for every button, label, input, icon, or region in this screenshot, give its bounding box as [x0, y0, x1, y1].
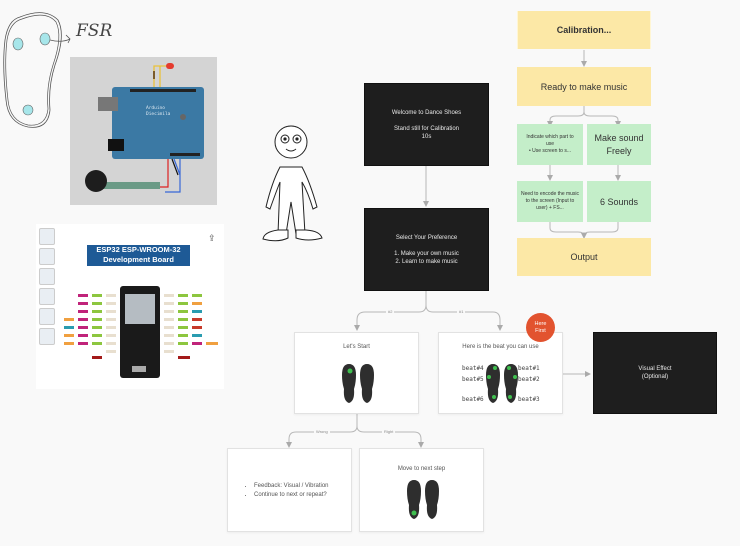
next-step-title: Move to next step — [397, 466, 446, 472]
insoles-icon — [342, 364, 374, 403]
insoles-icon — [486, 364, 518, 403]
thumbnail[interactable] — [39, 288, 55, 305]
sticky-ready[interactable]: Ready to make music — [517, 67, 651, 106]
feedback-item: Feedback: Visual / Vibration — [254, 482, 329, 491]
select-option-2: 2. Learn to make music — [395, 258, 458, 265]
edge-label-right: Right — [382, 429, 396, 434]
visual-effect-title: Visual Effect — [638, 366, 672, 372]
esp32-product-card[interactable]: ⇪ ESP32 ESP-WROOM-32 Development Board — [36, 224, 224, 389]
esp32-title-banner: ESP32 ESP-WROOM-32 Development Board — [87, 245, 190, 266]
badge-line-1: Here — [534, 320, 547, 327]
foot-sketch[interactable]: FSR — [0, 5, 125, 130]
edge-label-wrong: Wrong — [314, 429, 330, 434]
welcome-duration: 10s — [421, 133, 432, 140]
welcome-title: Welcome to Dance Shoes — [391, 109, 462, 116]
here-first-badge[interactable]: Here First — [526, 313, 555, 342]
next-step-frame[interactable]: Move to next step — [359, 448, 484, 532]
beats-title: Here is the beat you can use — [462, 344, 539, 350]
visual-effect-frame[interactable]: Visual Effect (Optional) — [593, 332, 717, 414]
connector-letsstart-next — [356, 425, 424, 448]
feedback-list: Feedback: Visual / Vibration Continue to… — [246, 482, 329, 500]
sticky-encode[interactable]: Need to encode the music to the screen (… — [517, 181, 583, 222]
visual-effect-subtitle: (Optional) — [641, 374, 669, 380]
sticky-output[interactable]: Output — [517, 238, 651, 276]
select-title: Select Your Preference — [395, 234, 458, 241]
thumbnail[interactable] — [39, 308, 55, 325]
select-option-1: 1. Make your own music — [394, 250, 459, 257]
insoles-icon — [407, 480, 439, 519]
sticky-indicate[interactable]: Indicate which part to use • Use screen … — [517, 124, 583, 165]
thumbnail[interactable] — [39, 328, 55, 345]
beat-label: beat#3 — [518, 396, 540, 403]
sensor-dot — [347, 368, 353, 374]
thumbnail[interactable] — [39, 268, 55, 285]
sticky-indicate-line1: Indicate which part to — [526, 134, 574, 140]
beat-label: beat#6 — [462, 396, 484, 403]
select-preference-frame[interactable]: Select Your Preference 1. Make your own … — [364, 208, 489, 291]
sticky-six-sounds[interactable]: 6 Sounds — [587, 181, 651, 222]
beat-label: beat#2 — [518, 376, 540, 383]
connector-ready-split — [547, 106, 585, 127]
welcome-frame[interactable]: Welcome to Dance Shoes Stand still for C… — [364, 83, 489, 166]
sticky-indicate-bullet: • Use screen to s... — [528, 148, 572, 154]
thumbnail[interactable] — [39, 248, 55, 265]
thumbnail[interactable] — [39, 228, 55, 245]
svg-text:Arduino: Arduino — [146, 105, 165, 111]
beat-label: beat#4 — [462, 365, 484, 372]
connector-select-beats — [425, 304, 503, 331]
sticky-calibration[interactable]: Calibration... — [517, 11, 651, 49]
stick-figure-icon[interactable] — [258, 122, 326, 247]
beat-label: beat#5 — [462, 376, 484, 383]
sticky-make-sound[interactable]: Make sound Freely — [587, 124, 651, 165]
esp32-title-line2: Development Board — [103, 255, 174, 264]
esp32-pinout-icon — [64, 286, 218, 378]
thumbnail-strip — [39, 228, 55, 353]
esp32-title-line1: ESP32 ESP-WROOM-32 — [96, 245, 181, 254]
beat-label: beat#1 — [518, 365, 540, 372]
lets-start-frame[interactable]: Let's Start — [294, 332, 419, 414]
arduino-board-icon: Arduino Diecimila — [85, 63, 204, 193]
share-icon[interactable]: ⇪ — [208, 233, 216, 243]
sticky-indicate-line2: use — [545, 141, 555, 147]
badge-line-2: First — [535, 327, 546, 334]
fsr-label: FSR — [76, 21, 113, 41]
feedback-item: Continue to next or repeat? — [254, 491, 329, 500]
lets-start-title: Let's Start — [343, 344, 370, 350]
edge-label-2: #2 — [386, 309, 395, 314]
beats-right-labels: beat#1 beat#2 beat#3 — [518, 363, 540, 405]
foot-outline-icon — [3, 12, 71, 128]
edge-label-1: #1 — [457, 309, 466, 314]
beats-frame[interactable]: Here is the beat you can use beat#4 beat… — [438, 332, 563, 414]
beats-left-labels: beat#4 beat#5 beat#6 — [462, 363, 484, 405]
svg-text:Diecimila: Diecimila — [146, 111, 171, 117]
feedback-frame[interactable]: Feedback: Visual / Vibration Continue to… — [227, 448, 352, 532]
welcome-instruction: Stand still for Calibration — [393, 125, 460, 132]
arduino-circuit-image[interactable]: Arduino Diecimila — [70, 57, 217, 205]
